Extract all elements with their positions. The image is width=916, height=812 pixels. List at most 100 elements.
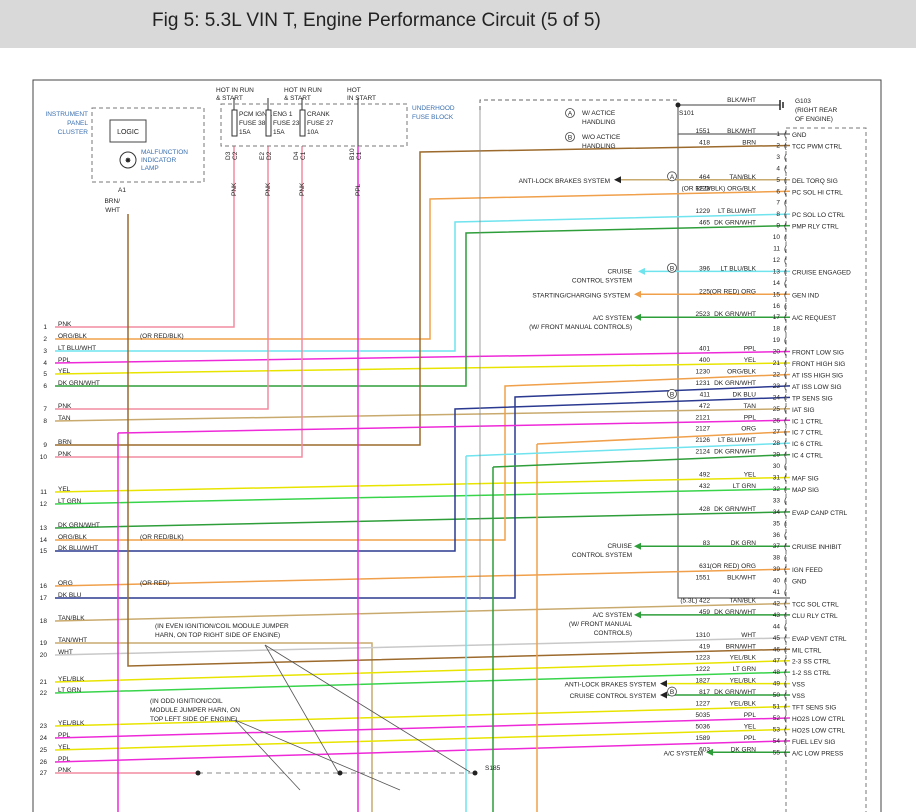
- pcm-pin-number: 7: [776, 200, 780, 207]
- left-pin-number: 27: [40, 770, 48, 777]
- dest-ac2: (W/ FRONT MANUAL: [569, 621, 632, 628]
- pcm-circuit-number: 432: [699, 483, 710, 490]
- pcm-pin-function: PC SOL HI CTRL: [792, 189, 843, 196]
- dest-ac3: A/C SYSTEM: [664, 750, 703, 757]
- pcm-option-marker-label: B: [670, 265, 674, 272]
- pcm-pin-number: 22: [773, 371, 781, 378]
- wire-pin25-yel: [54, 728, 791, 751]
- pcm-pin-function: MAP SIG: [792, 487, 819, 494]
- fuse-pin: E2: [259, 152, 266, 160]
- pcm-option-marker-label: A: [670, 174, 675, 181]
- pcm-pin-bracket: (: [784, 588, 787, 597]
- pcm-pin-number: 33: [773, 497, 781, 504]
- pcm-pin-number: 20: [773, 349, 781, 356]
- pcm-circuit-number: 1551: [696, 575, 711, 582]
- fuse-label: FUSE 23: [273, 120, 300, 127]
- pcm-pin-bracket: (: [784, 748, 787, 757]
- pcm-pin-number: 18: [773, 326, 781, 333]
- pcm-option-marker: [667, 171, 677, 182]
- pcm-circuit-number: 1551: [696, 128, 711, 135]
- left-wire-color: ORG/BLK: [58, 534, 88, 541]
- pcm-pin-bracket: (: [784, 714, 787, 723]
- wire-pin23-yelblk: [54, 705, 791, 727]
- note-odd-harness: MODULE JUMPER HARN, ON: [150, 707, 240, 714]
- left-wire-color: YEL/BLK: [58, 676, 85, 683]
- pcm-circuit-number: 225: [699, 288, 710, 295]
- logic-label: LOGIC: [117, 129, 139, 136]
- wire-pin1-pnk: [55, 146, 235, 328]
- dest-ac2: A/C SYSTEM: [593, 612, 632, 619]
- pcm-pin-number: 45: [773, 635, 781, 642]
- pcm-pin-number: 23: [773, 383, 781, 390]
- pcm-wire-color: DK GRN/WHT: [714, 506, 756, 513]
- pcm-wire-color: LT GRN: [733, 483, 757, 490]
- pcm-pin-number: 21: [773, 360, 781, 367]
- pcm-wire-color: (OR RED) ORG: [710, 288, 756, 295]
- wire-pin8-tan: [54, 408, 791, 422]
- left-wire-color: PNK: [58, 451, 72, 458]
- pcm-circuit-number: 2124: [696, 449, 711, 456]
- left-pin-number: 24: [40, 735, 48, 742]
- fuse-hot-label: IN START: [347, 95, 376, 102]
- pcm-pin-number: 4: [776, 165, 780, 172]
- arrow-ac: [634, 313, 641, 321]
- logic-box: [109, 119, 147, 143]
- left-pin-number: 12: [40, 501, 48, 508]
- pcm-circuit-number: 411: [700, 391, 711, 398]
- pcm-wire-color: ORG: [741, 426, 756, 433]
- pcm-pin-bracket: (: [784, 531, 787, 540]
- left-wire-color: YEL: [58, 486, 71, 493]
- pcm-pin-bracket: (: [784, 290, 787, 299]
- pcm-pin-number: 30: [773, 463, 781, 470]
- pcm-pin-function: IC 6 CTRL: [792, 441, 823, 448]
- left-pin-number: 15: [40, 548, 48, 555]
- legend-a-marker-label: A: [568, 111, 573, 118]
- pcm-wire-color: DK GRN: [731, 746, 757, 753]
- pcm-wire-color: YEL/BLK: [730, 655, 757, 662]
- pcm-wire-color: (OR RED) ORG: [710, 563, 756, 570]
- pcm-wire-color: PPL: [744, 414, 757, 421]
- note-even-harness: (IN EVEN IGNITION/COIL MODULE JUMPER: [155, 623, 289, 630]
- wire-pin19-tanwht: [55, 642, 373, 812]
- wire-pin10-pnk: [55, 146, 303, 458]
- pcm-circuit-number: 428: [699, 506, 710, 513]
- pcm-pin-function: TP SENS SIG: [792, 395, 833, 402]
- pcm-pin-number: 25: [773, 406, 781, 413]
- arrow-ac2: [634, 611, 641, 619]
- pcm-circuit-number: 1310: [696, 632, 711, 639]
- pcm-pin-function: DEL TORQ SIG: [792, 178, 838, 185]
- pcm-option-marker-label: B: [670, 689, 674, 696]
- pcm-circuit-number: 1227: [696, 701, 711, 708]
- left-pin-number: 7: [43, 406, 47, 413]
- fuse-label: 15A: [273, 129, 285, 136]
- lamp-label: MALFUNCTION: [141, 149, 188, 156]
- left-wire-color: PNK: [58, 321, 72, 328]
- pcm-pin-bracket: (: [784, 542, 787, 551]
- pcm-pin-bracket: (: [784, 302, 787, 311]
- lamp-glyph: ✸: [125, 156, 132, 165]
- pcm-pin-bracket: (: [784, 577, 787, 586]
- pcm-circuit-number: (5.3L) 422: [680, 597, 710, 604]
- pcm-pin-bracket: (: [784, 256, 787, 265]
- left-pin-number: 18: [40, 618, 48, 625]
- pcm-pin-bracket: (: [784, 691, 787, 700]
- splice-dot: [195, 770, 201, 776]
- pcm-wire-color: LT BLU/WHT: [718, 437, 756, 444]
- pcm-pin-number: 14: [773, 280, 781, 287]
- note-odd-harness: TOP LEFT SIDE OF ENGINE): [150, 716, 237, 723]
- legend-a-marker: [565, 108, 575, 118]
- pcm-pin-function: EVAP VENT CTRL: [792, 636, 847, 643]
- wire-ic7-org: [536, 430, 791, 445]
- note-odd-harness: (IN ODD IGNITION/COIL: [150, 698, 223, 705]
- pcm-circuit-number: 1228: [696, 185, 711, 192]
- pcm-pin-function: HO2S LOW CTRL: [792, 716, 845, 723]
- fuse-block-title: UNDERHOOD: [412, 105, 455, 112]
- left-pin-number: 26: [40, 759, 48, 766]
- pcm-pin-bracket: (: [784, 416, 787, 425]
- fuse-wire-color: PNK: [299, 182, 306, 196]
- pcm-circuit-number: 631: [699, 563, 710, 570]
- arrow-abs2: [660, 680, 667, 688]
- left-pin-number: 23: [40, 723, 48, 730]
- wire-pin4-ppl: [54, 350, 791, 364]
- wire-pin16-org: [54, 568, 791, 587]
